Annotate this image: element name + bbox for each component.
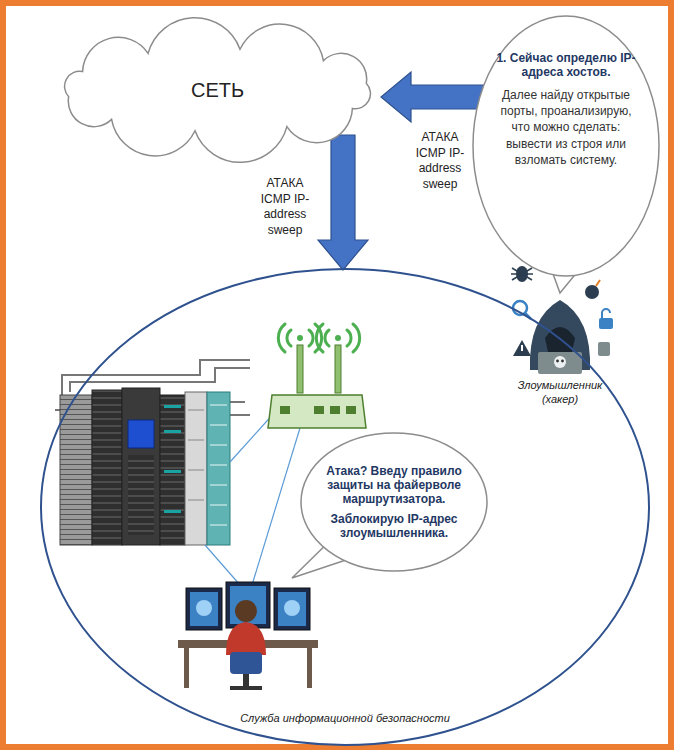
server-racks: [60, 388, 230, 545]
node-heading: Служба информационной безопасности: [240, 712, 450, 724]
node-heading: 1. Сейчас определю IP-адреса хостов.: [496, 51, 636, 79]
network-cloud: СЕТЬ: [40, 15, 395, 165]
security-speech-bubble: Атака? Введу правило защиты на файерволе…: [300, 432, 488, 572]
hacker-speech-bubble: 1. Сейчас определю IP-адреса хостов. Дале…: [472, 15, 660, 277]
security-zone-circle: Служба информационной безопасности Атака?…: [40, 268, 650, 746]
hacker-figure: [511, 266, 613, 374]
security-operator: [178, 582, 318, 690]
router: [268, 324, 366, 428]
node-heading: Атака? Введу правило защиты на файерволе…: [322, 464, 466, 506]
figure-caption: Злоумышленник (хакер): [505, 378, 615, 407]
edge-label: АТАКА ICMP IP-address sweep: [405, 130, 475, 192]
node-body: Далее найду открытые порты, проанализиру…: [496, 87, 636, 168]
attack-arrow: [381, 72, 486, 122]
attack-arrow: [318, 135, 368, 270]
node-heading: СЕТЬ: [191, 79, 244, 102]
network-wires: [205, 412, 300, 585]
edge-label: АТАКА ICMP IP-address sweep: [250, 176, 320, 238]
node-body: Заблокирую IP-адрес злоумышленника.: [322, 512, 466, 540]
